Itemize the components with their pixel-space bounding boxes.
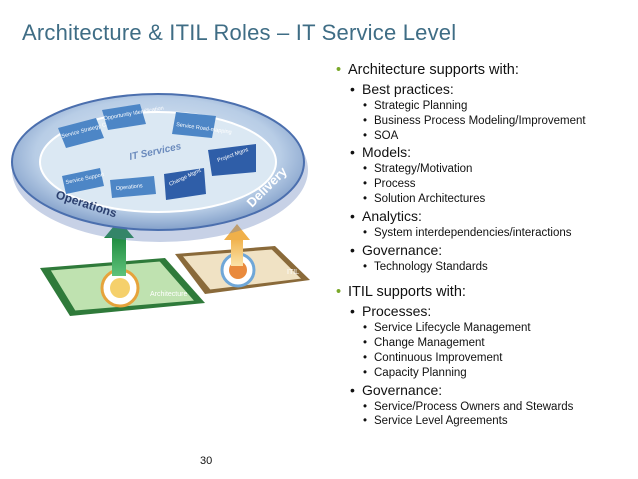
list-item: Continuous Improvement [336, 351, 636, 366]
architecture-base-label: Architecture [150, 291, 187, 298]
list-item: Service Level Agreements [336, 414, 636, 429]
section-heading-architecture: Architecture supports with: [336, 60, 636, 80]
page-number: 30 [200, 455, 212, 467]
list-item: System interdependencies/interactions [336, 226, 636, 241]
section-heading-itil: ITIL supports with: [336, 282, 636, 302]
list-item: Capacity Planning [336, 366, 636, 381]
list-item: Change Management [336, 336, 636, 351]
list-item: Business Process Modeling/Improvement [336, 114, 636, 129]
group-label: Governance: [336, 381, 636, 400]
itil-base-label: ITIL [287, 269, 299, 276]
list-item: Strategic Planning [336, 99, 636, 114]
group-label: Analytics: [336, 207, 636, 226]
bullet-list: Architecture supports with: Best practic… [336, 60, 636, 429]
list-item: Service/Process Owners and Stewards [336, 400, 636, 415]
group-label: Best practices: [336, 80, 636, 99]
list-item: Process [336, 177, 636, 192]
list-item: Solution Architectures [336, 192, 636, 207]
it-service-diagram: Architecture ITIL Planning Delivery Oper… [0, 58, 310, 318]
list-item: SOA [336, 129, 636, 144]
group-label: Processes: [336, 302, 636, 321]
list-item: Service Lifecycle Management [336, 321, 636, 336]
list-item: Strategy/Motivation [336, 162, 636, 177]
group-label: Governance: [336, 241, 636, 260]
group-label: Models: [336, 143, 636, 162]
slide-title: Architecture & ITIL Roles – IT Service L… [22, 20, 456, 46]
list-item: Technology Standards [336, 260, 636, 275]
